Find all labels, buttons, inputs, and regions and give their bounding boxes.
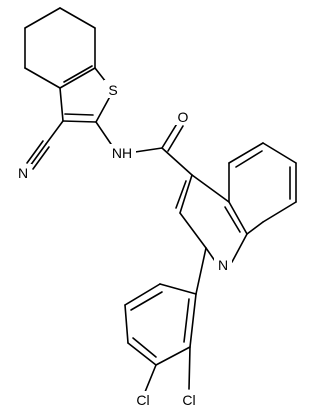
- bonds: [24, 7, 297, 393]
- chloro-left-label: Cl: [136, 392, 149, 408]
- amide-nh-label: NH: [112, 145, 132, 161]
- nitrile-n-label: N: [18, 165, 28, 181]
- thiophene-s-label: S: [108, 82, 117, 98]
- molecule-structure: N S NH O N Cl Cl: [14, 7, 297, 409]
- carbonyl-o-label: O: [178, 109, 189, 125]
- quinoline-n-label: N: [218, 257, 228, 273]
- chloro-right-label: Cl: [182, 392, 195, 408]
- atom-labels: N S NH O N Cl Cl: [14, 80, 232, 409]
